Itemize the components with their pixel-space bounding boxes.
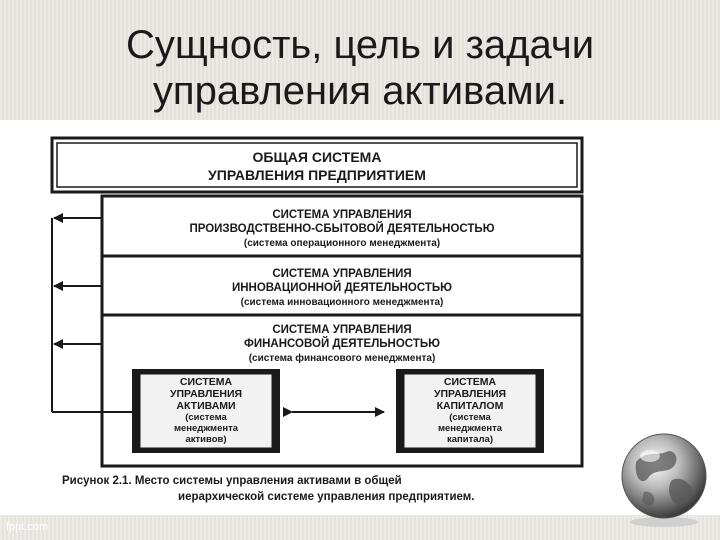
general-system-line-1: ОБЩАЯ СИСТЕМА [253, 149, 382, 165]
innovation-system-line-1: СИСТЕМА УПРАВЛЕНИЯ [272, 268, 411, 280]
production-system-box: СИСТЕМА УПРАВЛЕНИЯ ПРОИЗВОДСТВЕННО-СБЫТО… [189, 209, 494, 249]
footer-band [0, 515, 720, 540]
globe-icon [621, 433, 707, 527]
production-system-line-3: (система операционного менеджмента) [244, 238, 440, 249]
subsystems-container [100, 194, 584, 468]
capital-system-box: СИСТЕМА УПРАВЛЕНИЯ КАПИТАЛОМ (система ме… [396, 369, 544, 453]
capital-system-line-1: СИСТЕМА [444, 376, 497, 388]
capital-system-line-5: менеджмента [438, 423, 503, 434]
assets-system-line-2: УПРАВЛЕНИЯ [170, 388, 242, 400]
assets-system-line-4: (система [185, 412, 227, 423]
title-line-2: управления активами. [152, 69, 568, 113]
header-band [0, 0, 720, 120]
general-system-box: ОБЩАЯ СИСТЕМА УПРАВЛЕНИЯ ПРЕДПРИЯТИЕМ [50, 136, 584, 194]
assets-system-line-1: СИСТЕМА [180, 376, 233, 388]
general-system-line-2: УПРАВЛЕНИЯ ПРЕДПРИЯТИЕМ [208, 167, 426, 183]
capital-system-line-6: капитала) [447, 434, 493, 445]
page-title: Сущность, цель и задачи управления актив… [60, 22, 660, 114]
assets-system-box: СИСТЕМА УПРАВЛЕНИЯ АКТИВАМИ (система мен… [132, 369, 280, 453]
capital-system-line-3: КАПИТАЛОМ [437, 400, 504, 412]
capital-system-line-4: (система [449, 412, 491, 423]
capital-system-line-2: УПРАВЛЕНИЯ [434, 388, 506, 400]
diagram-svg: ОБЩАЯ СИСТЕМА УПРАВЛЕНИЯ ПРЕДПРИЯТИЕМ СИ… [50, 136, 584, 503]
assets-system-line-3: АКТИВАМИ [176, 400, 235, 412]
assets-system-line-5: менеджмента [174, 423, 239, 434]
diagram-figure: ОБЩАЯ СИСТЕМА УПРАВЛЕНИЯ ПРЕДПРИЯТИЕМ СИ… [30, 122, 608, 510]
figure-caption-line-2: иерархической системе управления предпри… [178, 491, 474, 503]
production-system-line-1: СИСТЕМА УПРАВЛЕНИЯ [272, 209, 411, 221]
financial-system-line-3: (система финансового менеджмента) [249, 352, 436, 364]
watermark-text: fppt.com [6, 521, 49, 533]
innovation-system-line-2: ИННОВАЦИОННОЙ ДЕЯТЕЛЬНОСТЬЮ [232, 281, 452, 294]
financial-system-line-2: ФИНАНСОВОЙ ДЕЯТЕЛЬНОСТЬЮ [244, 337, 440, 350]
figure-caption-line-1: Рисунок 2.1. Место системы управления ак… [62, 475, 402, 487]
title-line-1: Сущность, цель и задачи [125, 23, 595, 67]
innovation-system-box: СИСТЕМА УПРАВЛЕНИЯ ИННОВАЦИОННОЙ ДЕЯТЕЛЬ… [232, 268, 452, 308]
financial-system-box: СИСТЕМА УПРАВЛЕНИЯ ФИНАНСОВОЙ ДЕЯТЕЛЬНОС… [244, 324, 440, 364]
financial-system-line-1: СИСТЕМА УПРАВЛЕНИЯ [272, 324, 411, 336]
production-system-line-2: ПРОИЗВОДСТВЕННО-СБЫТОВОЙ ДЕЯТЕЛЬНОСТЬЮ [189, 222, 494, 235]
assets-system-line-6: активов) [185, 434, 226, 445]
innovation-system-line-3: (система инновационного менеджмента) [241, 297, 444, 308]
